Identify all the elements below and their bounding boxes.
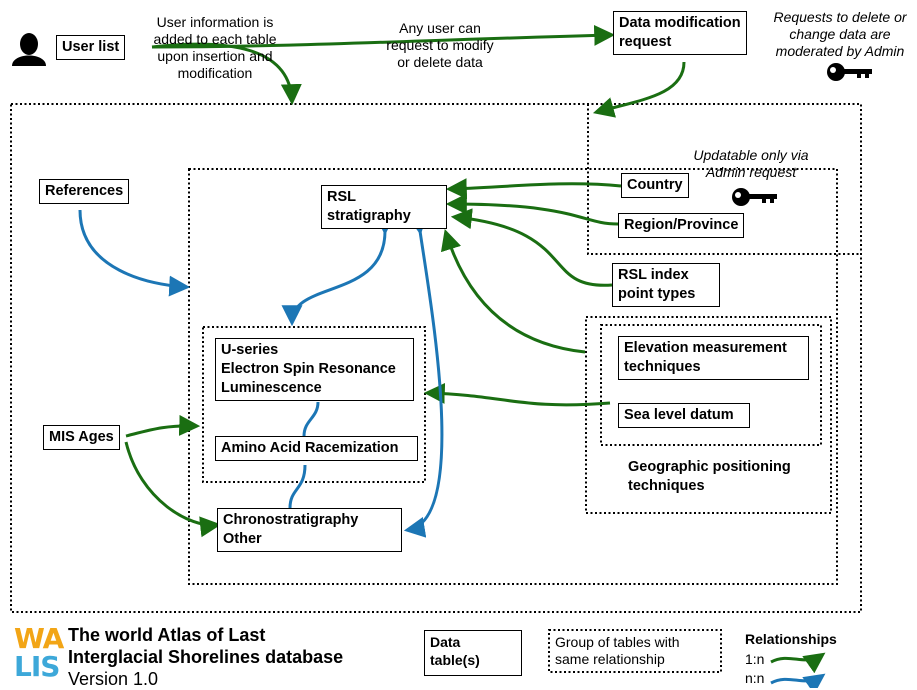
- country-table: Country: [621, 173, 689, 198]
- relation-references-tables: [78, 209, 191, 297]
- legend-n-to-n-line: [770, 673, 826, 688]
- mis-ages-table: MIS Ages: [43, 425, 120, 450]
- relation-userlist-to-request: [151, 24, 616, 49]
- relation-mis-chrono: [124, 441, 222, 538]
- group-admin-region-border: [587, 104, 861, 255]
- group-rsl-admin-tables: [585, 316, 832, 514]
- region-province-table: Region/Province: [618, 213, 745, 238]
- legend-n-to-n-label: n:n: [745, 670, 765, 686]
- relation-datum-dating: [423, 382, 611, 407]
- updatable-note: Updatable only via Admin request: [693, 147, 809, 180]
- elevation-measurement-techniques-table: Elevation measurement techniques: [618, 336, 809, 380]
- legend-relationships-title: Relationships: [745, 631, 837, 647]
- relation-indextypes-rsl: [450, 208, 613, 287]
- relation-region-rsl: [445, 193, 619, 226]
- data-modification-request-table: Data modification request: [613, 11, 747, 55]
- moderation-note: Requests to delete or change data are mo…: [773, 9, 907, 59]
- version-label: Version 1.0: [68, 669, 159, 689]
- group-rsl-references: [188, 168, 838, 585]
- relation-country-rsl: [445, 178, 622, 200]
- amino-acid-racemization-table: Amino Acid Racemization: [215, 436, 418, 461]
- relation-rsl-dating: [281, 214, 396, 327]
- user-icon: [12, 33, 46, 66]
- user-info-note: User information is added to each table …: [153, 14, 277, 81]
- chronostratigraphy-other-table: Chronostratigraphy Other: [217, 508, 402, 552]
- relation-elevation-group-rsl: [440, 228, 586, 354]
- relation-userlist-to-tables: [151, 42, 302, 106]
- database-title: The world Atlas of Last Interglacial Sho…: [68, 625, 344, 667]
- rsl-index-point-types-table: RSL index point types: [612, 263, 720, 307]
- key-icon: [732, 188, 777, 206]
- legend-data-table-box: Data table(s): [424, 630, 522, 676]
- group-elevation-datum: [600, 324, 822, 446]
- references-table: References: [39, 179, 130, 204]
- relation-aar-chrono: [288, 464, 307, 509]
- relation-request-to-tables: [592, 61, 686, 118]
- key-icon: [827, 63, 872, 81]
- user-list-table: User list: [56, 35, 126, 60]
- group-dating-methods: [202, 326, 426, 483]
- group-all-tables: [10, 103, 862, 613]
- relation-rsl-chrono: [403, 212, 444, 538]
- rsl-stratigraphy-table: RSL stratigraphy: [321, 185, 447, 229]
- logo-bottom: LIS: [14, 650, 60, 683]
- legend-group-box: [548, 629, 722, 673]
- legend-one-to-n-label: 1:n: [745, 651, 765, 667]
- relation-mis-dating-group: [125, 414, 201, 438]
- sea-level-datum-table: Sea level datum: [618, 403, 750, 428]
- any-user-note: Any user can request to modify or delete…: [386, 20, 494, 70]
- logo-top: WA: [14, 622, 64, 655]
- legend-one-to-n-line: [770, 652, 826, 674]
- geographic-positioning-techniques-table: Geographic positioning techniques: [628, 459, 791, 494]
- legend-group-label: Group of tables with same relationship: [555, 634, 680, 667]
- relation-esr-aar: [302, 401, 320, 437]
- dating-methods-table: U-series Electron Spin Resonance Lumines…: [215, 338, 414, 401]
